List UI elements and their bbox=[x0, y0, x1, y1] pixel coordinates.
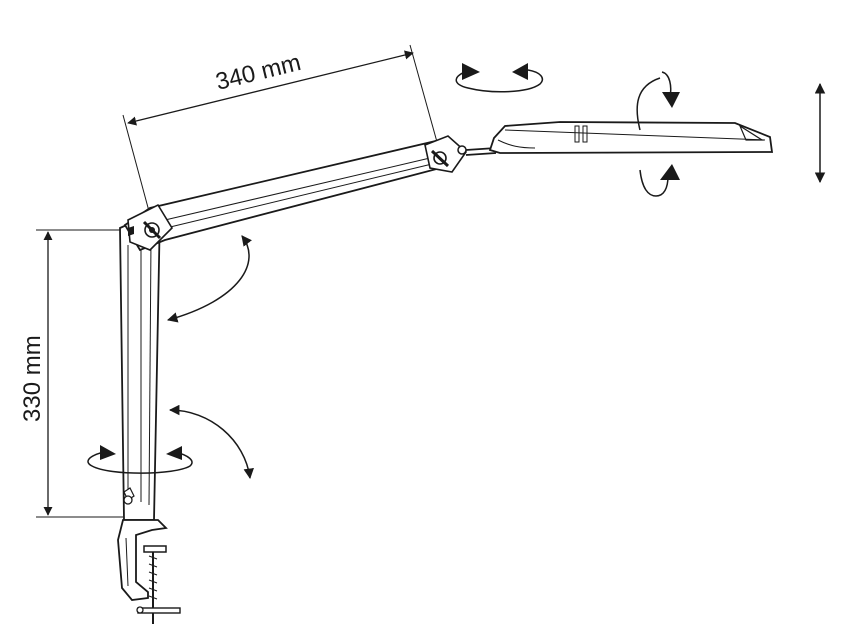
head-tilt-rotation-icon bbox=[636, 71, 680, 197]
lamp-head bbox=[488, 121, 774, 154]
desk-clamp bbox=[117, 487, 181, 624]
head-joint-rotation-icon bbox=[455, 63, 544, 93]
post-height-label: 330 mm bbox=[19, 335, 46, 422]
arm-extension-line-right bbox=[409, 44, 438, 143]
arm-length-label: 340 mm bbox=[213, 49, 304, 96]
post-tilt-arrow-icon bbox=[168, 404, 254, 480]
base-rotation-icon bbox=[87, 445, 193, 474]
lamp-drawing bbox=[117, 121, 774, 624]
elbow-swing-arrow-icon bbox=[166, 235, 252, 323]
head-joint bbox=[424, 135, 497, 173]
arm-dimension-line bbox=[127, 50, 414, 126]
elbow-joint bbox=[127, 203, 174, 251]
lamp-upper-arm bbox=[123, 139, 460, 252]
arm-extension-line-left bbox=[122, 114, 151, 216]
post-height-dimension: 330 mm bbox=[19, 229, 128, 518]
